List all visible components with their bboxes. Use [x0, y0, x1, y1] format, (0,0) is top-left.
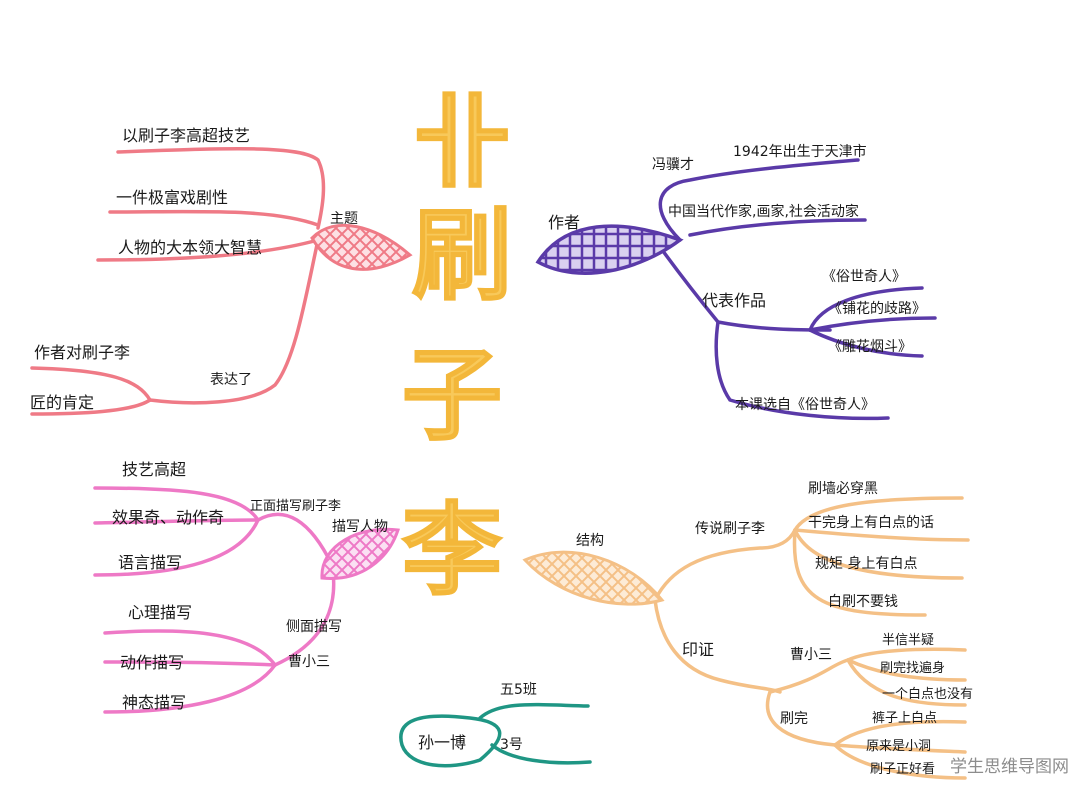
- author-work-2: 《铺花的歧路》: [828, 301, 926, 317]
- side-item-1: 心理描写: [128, 603, 193, 622]
- author-work-1: 《俗世奇人》: [822, 269, 906, 285]
- title-char-2: 刷: [411, 196, 513, 314]
- figure-label: 描写人物: [332, 519, 388, 535]
- theme-label: 主题: [330, 211, 358, 227]
- after-item-1: 裤子上白点: [872, 711, 938, 726]
- theme-leaf: [310, 223, 413, 271]
- structure-branch: [653, 496, 970, 780]
- theme-item-3: 人物的大本领大智慧: [118, 238, 263, 257]
- direct-item-2: 效果奇、动作奇: [112, 508, 225, 527]
- legend-item-3: 规矩 身上有白点: [815, 556, 918, 572]
- direct-label: 正面描写刷子李: [250, 499, 342, 514]
- author-branch: [653, 158, 937, 421]
- caosan-label: 曹小三: [790, 647, 832, 663]
- watermark: 学生思维导图网: [950, 757, 1069, 777]
- after-label: 刷完: [780, 711, 808, 727]
- student-name: 孙一博: [418, 733, 467, 752]
- legend-label: 传说刷子李: [695, 521, 765, 537]
- direct-item-3: 语言描写: [118, 553, 183, 572]
- student-number: 3号: [500, 737, 523, 753]
- theme-item-2: 一件极富戏剧性: [116, 188, 229, 207]
- side-item-2: 动作描写: [120, 653, 185, 672]
- legend-item-2: 干完身上有白点的话: [808, 515, 934, 531]
- theme-item-1: 以刷子李高超技艺: [122, 126, 251, 145]
- author-item-2: 中国当代作家,画家,社会活动家: [668, 204, 859, 220]
- figure-leaf: [320, 527, 400, 580]
- author-item-1: 1942年出生于天津市: [733, 144, 867, 160]
- side-item-3: 神态描写: [122, 693, 187, 712]
- author-works-label: 代表作品: [702, 291, 767, 310]
- after-item-2: 原来是小洞: [866, 739, 932, 754]
- author-leaf: [535, 224, 684, 275]
- legend-item-4: 白刷不要钱: [828, 594, 898, 610]
- title-char-3: 子: [401, 336, 503, 454]
- proof-label: 印证: [682, 640, 715, 659]
- express-item-2: 匠的肯定: [30, 393, 95, 412]
- express-label: 表达了: [210, 372, 252, 388]
- title-char-4: 李: [401, 491, 503, 609]
- side-name: 曹小三: [288, 654, 330, 670]
- express-item-1: 作者对刷子李: [34, 343, 131, 362]
- caosan-item-3: 一个白点也没有: [882, 687, 974, 702]
- structure-leaf: [522, 550, 665, 606]
- caosan-item-1: 半信半疑: [882, 633, 935, 648]
- structure-label: 结构: [576, 533, 604, 549]
- student-branch: [399, 702, 592, 768]
- caosan-item-2: 刷完找遍身: [880, 661, 946, 676]
- title-char-1: 卝: [411, 83, 513, 201]
- theme-branch: [30, 147, 326, 416]
- student-class: 五5班: [500, 682, 537, 698]
- author-label: 作者: [548, 213, 581, 232]
- legend-item-1: 刷墙必穿黑: [808, 481, 878, 497]
- author-name: 冯骥才: [652, 157, 694, 173]
- direct-item-1: 技艺高超: [122, 460, 187, 479]
- author-work-3: 《雕花烟斗》: [828, 339, 912, 355]
- author-source: 本课选自《俗世奇人》: [735, 397, 875, 413]
- after-item-3: 刷子正好看: [870, 762, 936, 777]
- side-label: 侧面描写: [286, 619, 342, 635]
